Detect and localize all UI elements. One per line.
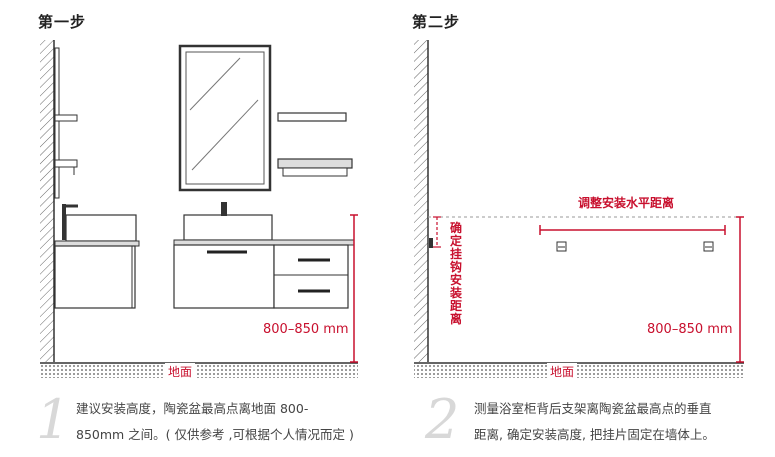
step1-mirror-reflection-2 <box>191 99 259 171</box>
step1-front-cabinet <box>173 244 275 309</box>
step1-floor <box>40 364 358 378</box>
step1-side-mirror <box>54 47 60 199</box>
step1-caption: 建议安装高度，陶瓷盆最高点离地面 800- 850mm 之间。( 仅供参考 ,可… <box>76 396 376 448</box>
step1-shelf-lower <box>277 158 353 169</box>
step1-caption-line1: 建议安装高度，陶瓷盆最高点离地面 800- <box>76 401 309 416</box>
step1-mirror-reflection-1 <box>189 57 241 111</box>
step1-side-cabinet <box>54 245 136 309</box>
step1-front-faucet <box>221 202 227 216</box>
step2-hook-label: 确定挂钩安装距离 <box>449 221 462 326</box>
step1-side-shelf-bottom <box>54 159 78 168</box>
step2-measurement: 800–850 mm <box>647 322 733 337</box>
step1-side-shelf-top <box>54 114 78 122</box>
step1-number: 1 <box>36 388 71 451</box>
step2-caption-line1: 测量浴室柜背后支架离陶瓷盆最高点的垂直 <box>474 401 712 416</box>
step1-side-basin <box>65 214 137 242</box>
step1-towel-bar <box>282 167 348 177</box>
step1-front-basin <box>183 214 273 241</box>
step2-caption-line2: 距离, 确定安装高度, 把挂片固定在墙体上。 <box>474 427 715 442</box>
step1-wall <box>40 40 54 362</box>
step1-shelf-upper <box>277 112 347 122</box>
step2-wall <box>414 40 428 362</box>
step2-title: 第二步 <box>412 13 461 31</box>
step1-front-countertop <box>173 239 355 246</box>
step1-floor-label: 地面 <box>165 363 196 380</box>
step1-side-countertop <box>54 240 140 247</box>
step1-caption-line2: 850mm 之间。( 仅供参考 ,可根据个人情况而定 ) <box>76 427 354 442</box>
step2-number: 2 <box>425 388 460 451</box>
step2-caption: 测量浴室柜背后支架离陶瓷盆最高点的垂直 距离, 确定安装高度, 把挂片固定在墙体… <box>474 396 774 448</box>
step1-drawer-stack <box>273 244 349 309</box>
step2-adjust-label: 调整安装水平距离 <box>578 196 675 210</box>
step2-floor <box>414 364 744 378</box>
step1-measurement: 800–850 mm <box>263 322 349 337</box>
step2-floor-label: 地面 <box>547 363 578 380</box>
step1-title: 第一步 <box>38 13 87 31</box>
step2-wall-hook <box>429 238 433 248</box>
